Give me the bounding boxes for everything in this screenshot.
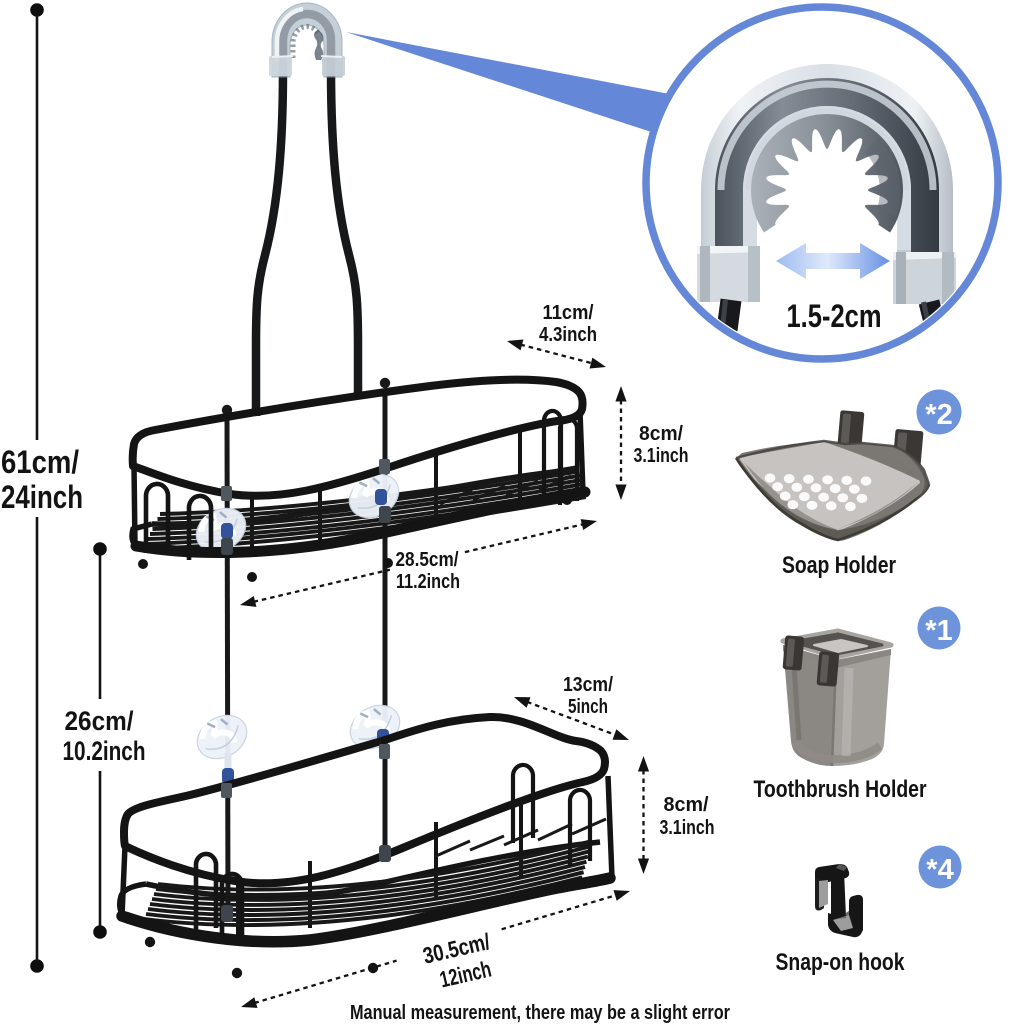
svg-text:24inch: 24inch [1, 479, 83, 515]
svg-text:11cm/: 11cm/ [543, 301, 594, 324]
svg-text:3.1inch: 3.1inch [634, 444, 689, 467]
svg-text:3.1inch: 3.1inch [660, 816, 715, 839]
svg-text:13cm/: 13cm/ [563, 673, 613, 696]
svg-text:61cm/: 61cm/ [1, 444, 79, 480]
svg-text:Soap Holder: Soap Holder [782, 552, 896, 579]
svg-text:4.3inch: 4.3inch [539, 323, 597, 346]
svg-text:28.5cm/: 28.5cm/ [396, 548, 459, 571]
svg-text:10.2inch: 10.2inch [63, 736, 146, 766]
svg-text:8cm/: 8cm/ [664, 793, 709, 816]
svg-text:*4: *4 [926, 854, 953, 886]
svg-text:5inch: 5inch [568, 695, 608, 718]
svg-text:Snap-on hook: Snap-on hook [776, 949, 905, 976]
svg-text:Toothbrush Holder: Toothbrush Holder [754, 776, 927, 803]
svg-text:11.2inch: 11.2inch [396, 570, 460, 593]
svg-text:Manual measurement, there may: Manual measurement, there may be a sligh… [350, 1002, 730, 1024]
svg-text:*2: *2 [925, 399, 952, 431]
svg-text:*1: *1 [925, 615, 952, 647]
svg-text:26cm/: 26cm/ [65, 706, 134, 736]
svg-text:8cm/: 8cm/ [639, 422, 683, 445]
svg-text:1.5-2cm: 1.5-2cm [787, 298, 882, 334]
